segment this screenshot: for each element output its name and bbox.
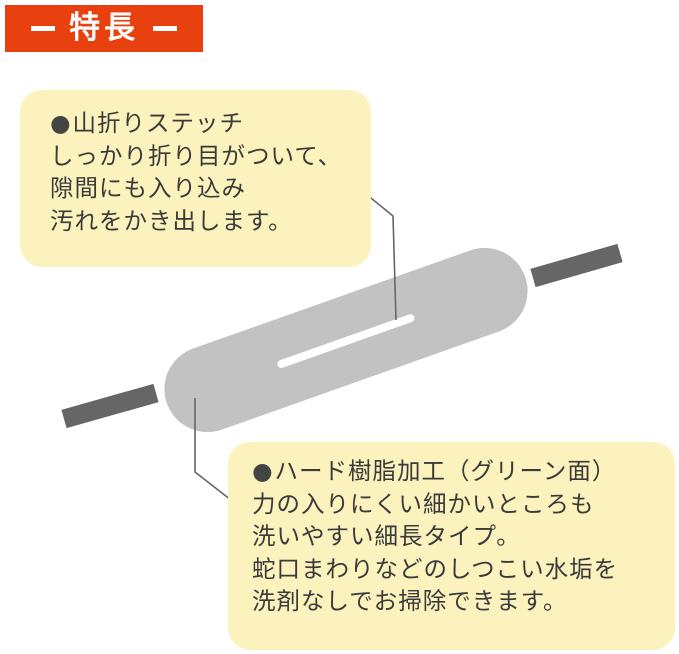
callout-heading: ●ハード樹脂加工（グリーン面） <box>252 455 675 488</box>
callout-mountain-fold-stitch: ●山折りステッチ しっかり折り目がついて、 隙間にも入り込み 汚れをかき出します… <box>20 90 371 267</box>
feature-title: 特長 <box>69 10 139 46</box>
callout-line: しっかり折り目がついて、 <box>50 141 343 170</box>
title-dash-left <box>31 26 55 31</box>
fold-stitch-line <box>277 314 415 368</box>
handle-right <box>530 243 623 288</box>
heading-text: ハード樹脂加工（グリーン面） <box>274 457 617 485</box>
callout-line: 汚れをかき出します。 <box>50 206 293 235</box>
callout-heading: ●山折りステッチ <box>50 107 371 140</box>
bullet-icon: ● <box>50 109 72 137</box>
bullet-icon: ● <box>252 457 274 485</box>
callout-line: 蛇口まわりなどのしつこい水垢を <box>252 554 619 583</box>
title-dash-right <box>153 26 177 31</box>
handle-left <box>61 383 159 429</box>
callout-line: 力の入りにくい細かいところも <box>252 489 595 518</box>
leader-line-bottom <box>194 398 241 508</box>
callout-line: 洗いやすい細長タイプ。 <box>252 522 521 550</box>
feature-title-banner: 特長 <box>5 5 203 52</box>
callout-hard-resin-coating: ●ハード樹脂加工（グリーン面） 力の入りにくい細かいところも 洗いやすい細長タイ… <box>228 442 675 650</box>
callout-line: 洗剤なしでお掃除できます。 <box>252 587 568 615</box>
heading-text: 山折りステッチ <box>72 109 245 137</box>
callout-line: 隙間にも入り込み <box>50 174 246 202</box>
